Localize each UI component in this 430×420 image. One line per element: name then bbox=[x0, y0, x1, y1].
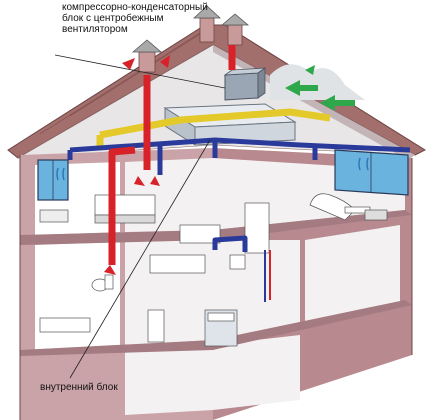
window-left bbox=[37, 159, 69, 201]
furniture-basement bbox=[147, 309, 238, 347]
compressor-condenser-unit bbox=[223, 67, 267, 101]
furniture-kitchen bbox=[149, 202, 270, 274]
roof-vent-center bbox=[192, 5, 222, 43]
leader-lines bbox=[54, 54, 226, 379]
outdoor-unit-label-line-1: компрессорно-конденсаторный bbox=[62, 2, 208, 13]
attic-background bbox=[270, 64, 365, 100]
furniture-livingroom bbox=[309, 193, 388, 221]
window-right bbox=[334, 149, 409, 196]
indoor-unit-label: внутренний блок bbox=[40, 381, 118, 393]
duct-exhaust bbox=[108, 45, 236, 265]
air-arrows-red bbox=[104, 55, 170, 275]
duct-supply bbox=[67, 137, 411, 252]
air-arrows-green bbox=[285, 65, 355, 111]
air-arrows-blue bbox=[56, 157, 369, 181]
roof-vent-left bbox=[131, 39, 163, 73]
outdoor-unit-label-line-2: блок с центробежным bbox=[62, 12, 164, 24]
furniture-bathroom bbox=[39, 274, 114, 333]
outdoor-unit-label-line-3: вентилятором bbox=[62, 24, 128, 35]
roof-vent-right bbox=[220, 13, 250, 46]
